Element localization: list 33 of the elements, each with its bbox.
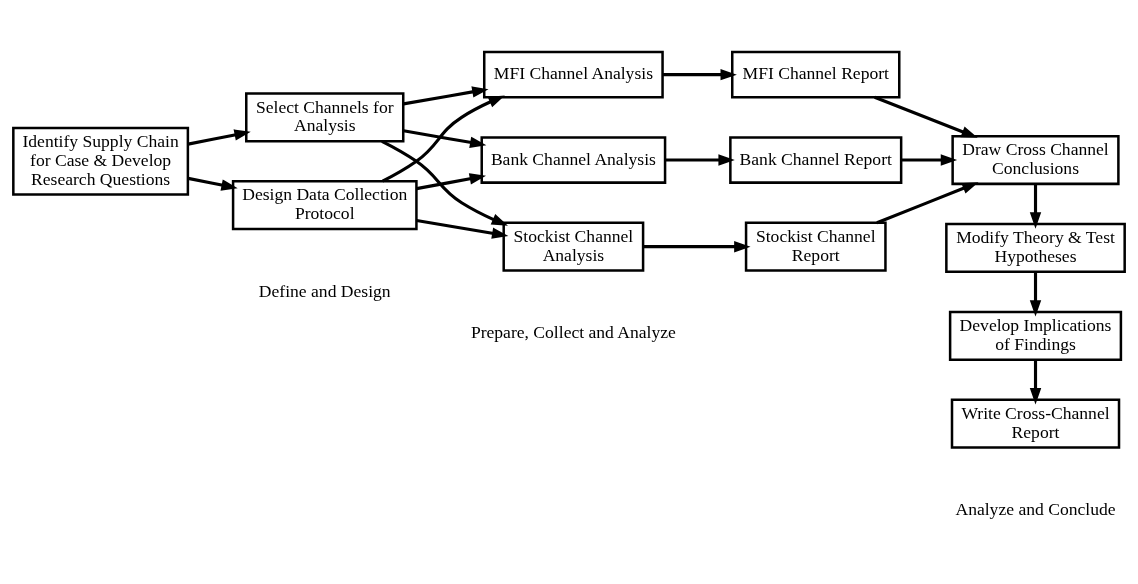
arrow (403, 85, 489, 105)
node-box: Draw Cross Channel Conclusions (951, 134, 1120, 185)
arrow (876, 181, 979, 224)
arrow (187, 128, 251, 146)
node-box: Modify Theory & Test Hypotheses (945, 222, 1126, 273)
arrow (381, 139, 508, 226)
arrow (643, 240, 751, 252)
node-box: Stockist Channel Report (744, 221, 887, 272)
node-box: Stockist Channel Analysis (502, 221, 645, 272)
arrow (403, 128, 487, 148)
node-box: Select Channels for Analysis (245, 91, 405, 142)
arrow (1029, 359, 1042, 404)
arrow (381, 95, 505, 183)
node-box: Write Cross-Channel Report (950, 398, 1121, 449)
arrow (874, 95, 978, 138)
label: Analyze and Conclude (955, 498, 1116, 519)
node-box: Identify Supply Chain for Case & Develop Research Questions (12, 126, 190, 196)
label: Define and Design (258, 280, 391, 301)
arrow (662, 68, 737, 80)
node-box: Develop Implications of Findings (948, 310, 1123, 361)
node-box: Bank Channel Report (729, 135, 903, 184)
arrow (416, 218, 509, 239)
arrow (901, 153, 958, 166)
node-box: MFI Channel Report (731, 50, 901, 98)
label: Prepare, Collect and Analyze (470, 321, 676, 342)
node-box: Design Data Collection Protocol (231, 179, 418, 230)
node-box: Bank Channel Analysis (480, 135, 667, 184)
arrow (1029, 271, 1042, 317)
arrow (187, 176, 238, 191)
node-box: MFI Channel Analysis (483, 50, 664, 98)
arrow (1029, 183, 1042, 229)
arrow (416, 172, 486, 190)
arrow (665, 153, 735, 166)
